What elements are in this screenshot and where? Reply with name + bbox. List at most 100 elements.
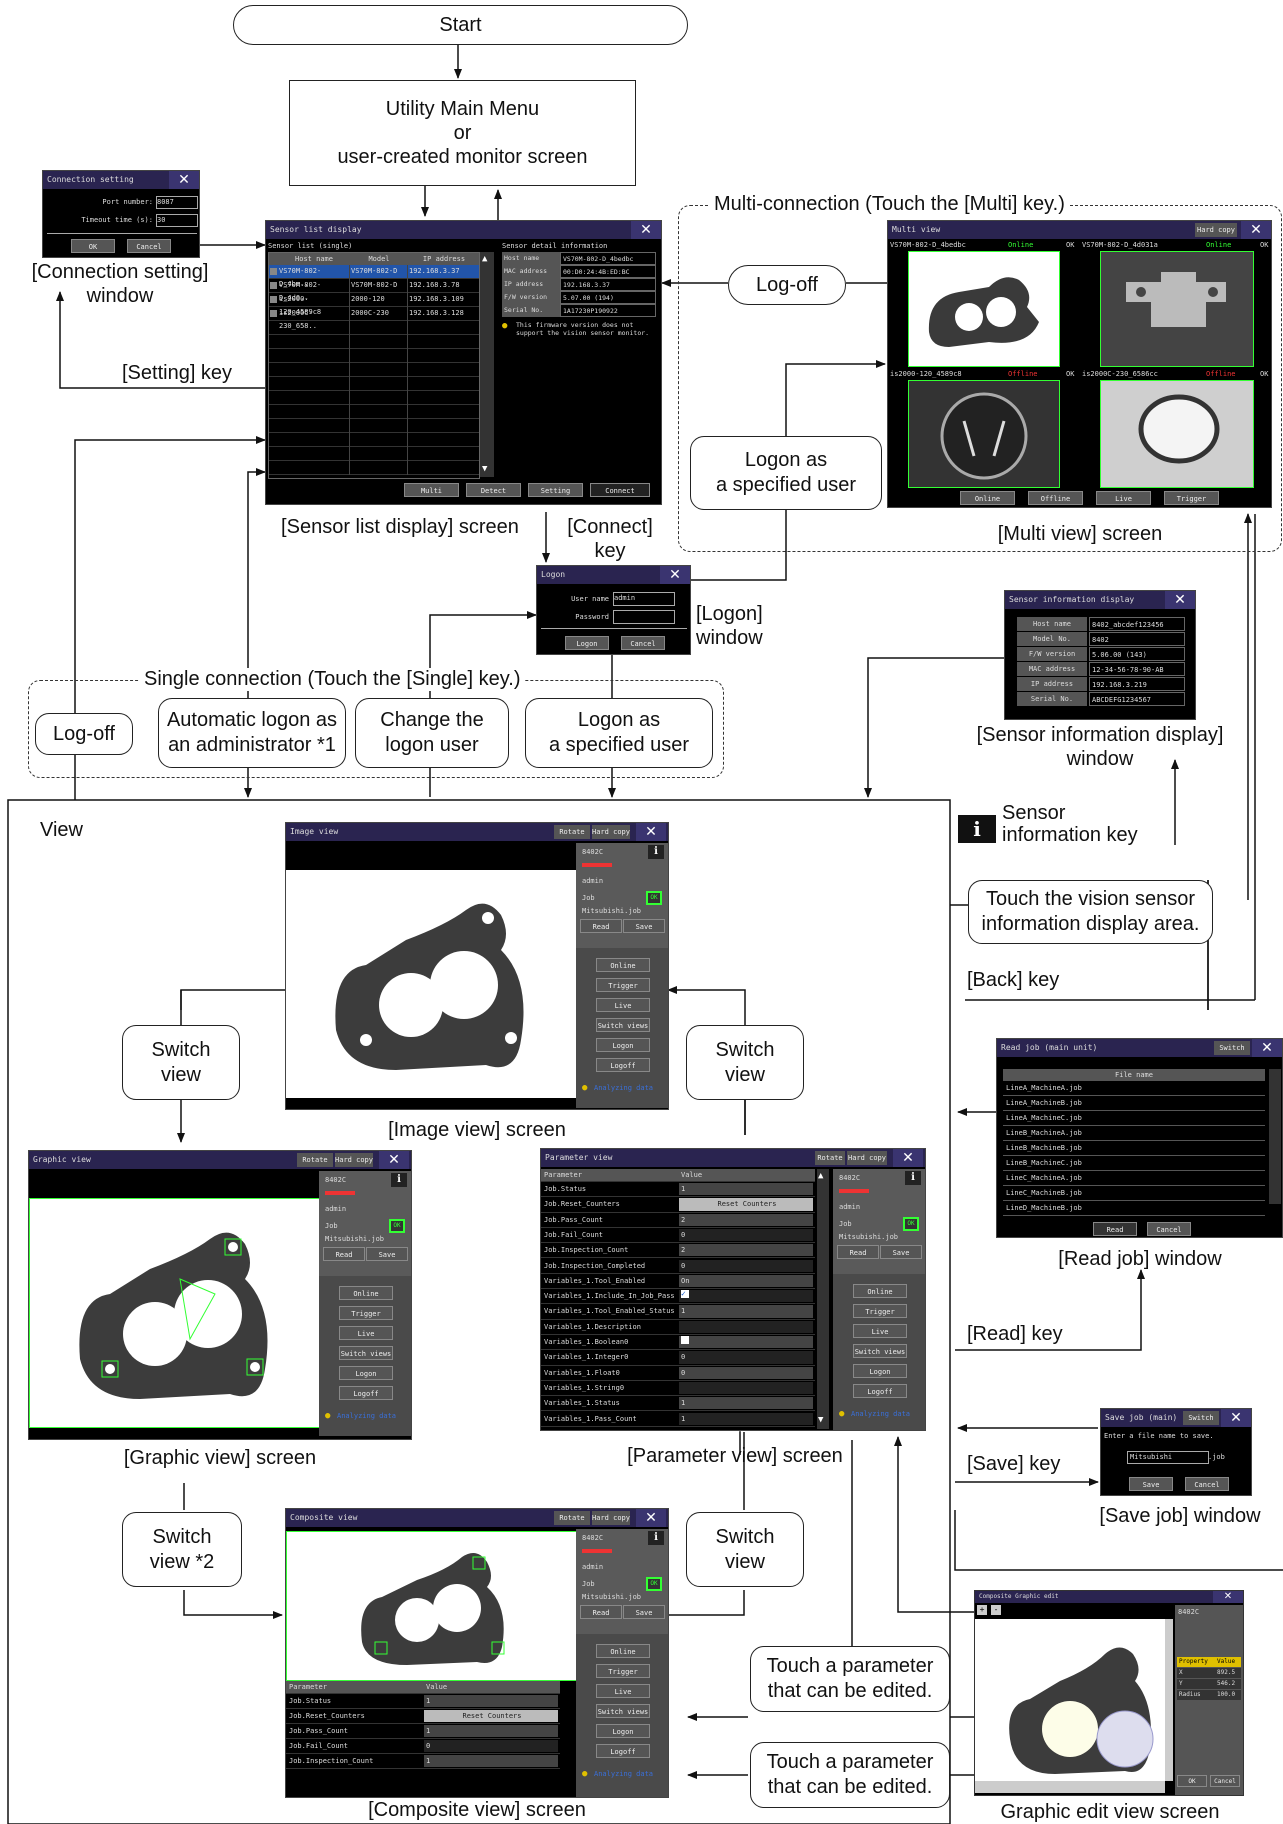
param-value[interactable]: 1 xyxy=(424,1725,558,1737)
table-row[interactable] xyxy=(269,419,479,433)
param-value[interactable]: ✓ xyxy=(679,1290,813,1303)
row-checkbox[interactable] xyxy=(270,310,277,317)
ok-button[interactable]: OK xyxy=(71,239,115,253)
table-row[interactable] xyxy=(269,447,479,461)
close-icon[interactable]: ✕ xyxy=(1241,221,1271,239)
table-row[interactable] xyxy=(269,363,479,377)
multi-cell-3[interactable]: is2000-120_4589c8 Offline OK xyxy=(888,369,1078,488)
offline-button[interactable]: Offline xyxy=(1028,491,1083,505)
logoff-button[interactable]: Logoff xyxy=(853,1384,907,1398)
row-checkbox[interactable] xyxy=(270,268,277,275)
param-value[interactable]: 0 xyxy=(679,1351,813,1364)
online-button[interactable]: Online xyxy=(339,1286,393,1300)
read-button[interactable]: Read xyxy=(580,919,622,933)
table-row[interactable] xyxy=(269,377,479,391)
info-icon[interactable]: i xyxy=(905,1171,921,1185)
switch-views-button[interactable]: Switch views xyxy=(853,1344,907,1358)
param-value[interactable]: 1 xyxy=(679,1412,813,1425)
param-row[interactable]: Variables_1.Include_In_Job_Pass✓ xyxy=(541,1289,815,1305)
user-input[interactable]: admin xyxy=(613,592,675,606)
scrollbar[interactable] xyxy=(1269,1069,1281,1204)
connect-button[interactable]: Connect xyxy=(590,483,650,497)
param-value[interactable] xyxy=(679,1381,813,1395)
param-value[interactable]: 2 xyxy=(679,1213,813,1226)
logon-button[interactable]: Logon xyxy=(853,1364,907,1378)
row-checkbox[interactable] xyxy=(270,464,277,471)
close-icon[interactable]: ✕ xyxy=(893,1149,923,1167)
rotate-button[interactable]: Rotate xyxy=(554,825,590,839)
save-button[interactable]: Save xyxy=(1129,1477,1173,1491)
live-button[interactable]: Live xyxy=(596,998,650,1012)
logon-button[interactable]: Logon xyxy=(565,636,609,650)
multi-cell-4[interactable]: is2000C-230_6586cc Offline OK xyxy=(1080,369,1271,488)
timeout-input[interactable]: 30 xyxy=(156,214,198,227)
live-button[interactable]: Live xyxy=(596,1684,650,1698)
close-icon[interactable]: ✕ xyxy=(660,566,690,584)
switch-views-button[interactable]: Switch views xyxy=(339,1346,393,1360)
param-row[interactable]: Variables_1.Boolean0 xyxy=(541,1335,815,1351)
online-button[interactable]: Online xyxy=(596,958,650,972)
row-checkbox[interactable] xyxy=(270,282,277,289)
save-button[interactable]: Save xyxy=(623,919,665,933)
detect-button[interactable]: Detect xyxy=(466,483,521,497)
logon-button[interactable]: Logon xyxy=(339,1366,393,1380)
switch-button[interactable]: Switch xyxy=(1183,1411,1219,1425)
param-value[interactable]: 1 xyxy=(679,1397,813,1410)
close-icon[interactable]: ✕ xyxy=(169,171,199,189)
save-button[interactable]: Save xyxy=(623,1605,665,1619)
rotate-button[interactable]: Rotate xyxy=(815,1151,845,1165)
password-input[interactable] xyxy=(613,610,675,624)
row-checkbox[interactable] xyxy=(270,366,277,373)
trigger-button[interactable]: Trigger xyxy=(339,1306,393,1320)
trigger-button[interactable]: Trigger xyxy=(596,978,650,992)
row-checkbox[interactable] xyxy=(270,324,277,331)
table-row[interactable] xyxy=(269,349,479,363)
multi-button[interactable]: Multi xyxy=(404,483,459,497)
live-button[interactable]: Live xyxy=(339,1326,393,1340)
scroll-down-icon[interactable]: ▼ xyxy=(818,1415,824,1425)
row-checkbox[interactable] xyxy=(270,408,277,415)
scroll-down-icon[interactable]: ▼ xyxy=(482,464,488,474)
ok-button[interactable]: OK xyxy=(1177,1775,1207,1787)
hardcopy-button[interactable]: Hard copy xyxy=(335,1153,373,1167)
cancel-button[interactable]: Cancel xyxy=(1147,1222,1191,1236)
row-checkbox[interactable] xyxy=(270,296,277,303)
save-button[interactable]: Save xyxy=(880,1245,922,1259)
cancel-button[interactable]: Cancel xyxy=(1185,1477,1229,1491)
file-row[interactable]: LineA_MachineA.job xyxy=(1003,1081,1265,1096)
row-checkbox[interactable] xyxy=(270,436,277,443)
param-value[interactable]: 0 xyxy=(424,1740,558,1752)
cancel-button[interactable]: Cancel xyxy=(127,239,171,253)
file-row[interactable]: LineB_MachineC.job xyxy=(1003,1156,1265,1171)
zoom-out-icon[interactable]: - xyxy=(991,1605,1001,1615)
logon-button[interactable]: Logon xyxy=(596,1724,650,1738)
row-checkbox[interactable] xyxy=(270,352,277,359)
save-button[interactable]: Save xyxy=(366,1247,408,1261)
close-icon[interactable]: ✕ xyxy=(1213,1591,1243,1603)
row-checkbox[interactable] xyxy=(270,338,277,345)
close-icon[interactable]: ✕ xyxy=(636,1509,666,1527)
hardcopy-button[interactable]: Hard copy xyxy=(847,1151,887,1165)
h-scrollbar[interactable] xyxy=(975,1781,1165,1793)
scroll-up-icon[interactable]: ▲ xyxy=(818,1171,824,1181)
file-row[interactable]: LineA_MachineB.job xyxy=(1003,1096,1265,1111)
file-row[interactable]: LineC_MachineB.job xyxy=(1003,1186,1265,1201)
setting-button[interactable]: Setting xyxy=(528,483,583,497)
file-row[interactable]: LineC_MachineA.job xyxy=(1003,1171,1265,1186)
rotate-button[interactable]: Rotate xyxy=(297,1153,333,1167)
param-row[interactable]: Variables_1.Description xyxy=(541,1320,815,1335)
